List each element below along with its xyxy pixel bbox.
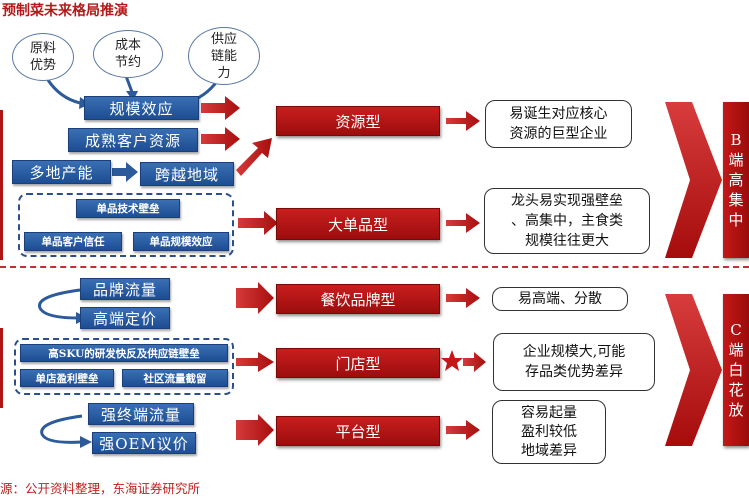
arrow-catering-outcome xyxy=(446,288,480,308)
type-single-product: 大单品型 xyxy=(276,208,440,240)
arrow-brand-catering xyxy=(236,282,274,314)
outcome-resource: 易诞生对应核心 资源的巨型企业 xyxy=(485,100,632,148)
factor-sku-rd: 高SKU的研发快反及供应链壁垒 xyxy=(20,344,228,362)
arrow-scale-resource xyxy=(201,96,240,120)
factor-mature-customers: 成熟客户资源 xyxy=(68,128,198,152)
type-resource: 资源型 xyxy=(276,106,440,136)
curve-arrow-cost xyxy=(124,75,134,93)
outcome-single-product: 龙头易实现强壁垒 、高集中，主食类 规模往往更大 xyxy=(484,188,650,254)
ellipse-material-advantage: 原料 优势 xyxy=(12,33,74,81)
arrow-top-conclusion xyxy=(665,102,722,258)
arrow-capacity-region xyxy=(112,162,138,182)
factor-terminal-traffic: 强终端流量 xyxy=(88,403,194,425)
curve-arrow-brand xyxy=(38,288,81,320)
factor-single-tech-barrier: 单品技术壁垒 xyxy=(76,199,180,218)
arrow-platform-outcome xyxy=(446,420,480,440)
outcome-store: 企业规模大,可能 存品类优势差异 xyxy=(493,333,655,391)
curve-arrow-terminal-head xyxy=(80,436,92,448)
arrow-region-resource xyxy=(236,138,272,176)
factor-multi-capacity: 多地产能 xyxy=(12,160,111,184)
factor-single-scale-effect: 单品规模效应 xyxy=(133,232,229,251)
curve-arrow-material xyxy=(46,79,81,105)
store-factor-group xyxy=(14,338,234,395)
conclusion-c-end-text: C端白花放 xyxy=(728,321,744,419)
star-icon xyxy=(441,350,463,371)
arrow-terminal-platform xyxy=(236,414,274,446)
page-title: 预制菜未来格局推演 xyxy=(2,3,128,19)
arrow-store-type xyxy=(236,352,274,372)
factor-oem-bargain: 强OEM议价 xyxy=(92,432,196,454)
left-accent-bar-top xyxy=(0,110,3,260)
type-store: 门店型 xyxy=(276,348,440,378)
left-accent-bar-bottom xyxy=(0,328,3,408)
ellipse-cost-saving: 成本 节约 xyxy=(93,30,163,78)
arrow-bottom-conclusion xyxy=(665,294,722,446)
conclusion-c-end: C端白花放 xyxy=(723,294,749,446)
conclusion-b-end: B端高集中 xyxy=(723,102,749,258)
arrow-store-outcome xyxy=(463,352,486,372)
type-platform: 平台型 xyxy=(276,416,440,446)
type-catering-brand: 餐饮品牌型 xyxy=(276,284,440,314)
section-divider xyxy=(0,266,749,268)
arrow-customers-resource xyxy=(201,127,240,151)
factor-store-profit: 单店盈利壁垒 xyxy=(20,369,114,387)
factor-cross-region: 跨越地域 xyxy=(140,162,234,186)
arrow-group-single xyxy=(238,211,278,235)
factor-premium-pricing: 高端定价 xyxy=(80,307,170,329)
factor-community-traffic: 社区流量截留 xyxy=(122,369,228,387)
outcome-catering-brand: 易高端、分散 xyxy=(492,287,628,311)
outcome-platform: 容易起量 盈利较低 地域差异 xyxy=(492,400,606,464)
curve-arrow-terminal xyxy=(40,414,83,444)
source-footer: 源：公开资料整理，东海证券研究所 xyxy=(0,481,201,496)
ellipse-supply-chain: 供应 链能 力 xyxy=(188,27,260,85)
arrow-single-outcome xyxy=(446,213,480,233)
arrow-resource-outcome xyxy=(446,111,480,131)
factor-scale-effect: 规模效应 xyxy=(84,96,199,120)
factor-brand-traffic: 品牌流量 xyxy=(80,278,170,300)
single-product-group xyxy=(18,193,234,257)
factor-single-customer-trust: 单品客户信任 xyxy=(24,232,122,251)
conclusion-b-end-text: B端高集中 xyxy=(728,131,744,229)
